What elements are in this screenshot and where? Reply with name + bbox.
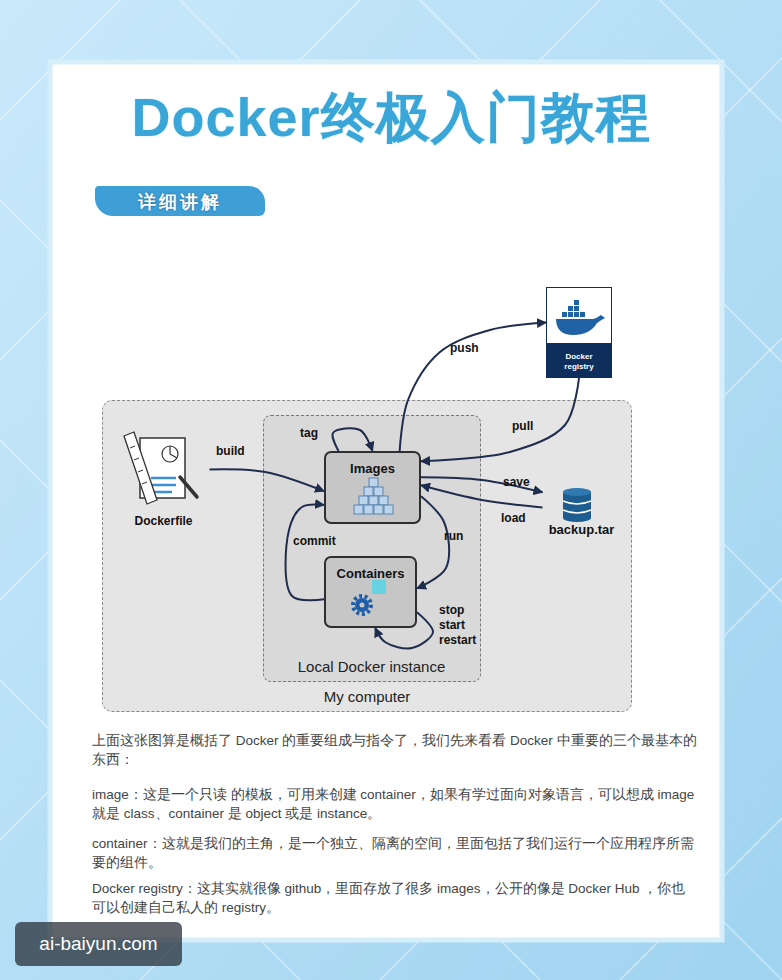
watermark: ai-baiyun.com xyxy=(15,922,182,966)
gear-hole xyxy=(360,603,365,608)
body-paragraph: Docker registry：这其实就很像 github，里面存放了很多 im… xyxy=(92,879,697,917)
computer-region: My computer DockerfileLocal Docker instan… xyxy=(102,400,632,712)
gear-teeth xyxy=(353,596,371,614)
whale-container xyxy=(574,306,579,311)
node-label: 详细讲解 xyxy=(95,190,265,214)
containers-box: Containers xyxy=(324,556,417,628)
body-paragraph: container：这就是我们的主角，是一个独立、隔离的空间，里面包括了我们运行… xyxy=(92,834,697,872)
registry-panel xyxy=(547,288,611,343)
images-icon xyxy=(354,478,393,514)
registry-icon xyxy=(547,288,611,343)
whale-container xyxy=(574,300,579,305)
container-square xyxy=(372,580,386,594)
section-badge: 详细讲解 xyxy=(95,186,265,216)
dockerfile-icon xyxy=(124,432,197,504)
node-label: Dockerfile xyxy=(118,514,210,528)
node-label: Images xyxy=(326,461,419,476)
whale-container xyxy=(574,312,579,317)
pencil xyxy=(180,477,197,497)
dockerfile-node: Dockerfile xyxy=(118,428,210,528)
image-cube xyxy=(379,496,388,505)
content-card xyxy=(50,62,722,940)
image-cube xyxy=(384,505,393,514)
page-title: Docker终极入门教程 xyxy=(0,82,782,155)
whale-container xyxy=(568,306,573,311)
edge-label: stop start restart xyxy=(439,603,479,648)
ruler-ticks xyxy=(130,446,147,484)
whale-container xyxy=(568,312,573,317)
edge-label: commit xyxy=(293,534,336,549)
image-cube xyxy=(374,487,383,496)
edge-label: tag xyxy=(300,426,318,441)
node-label: Local Docker instance xyxy=(264,658,480,675)
node-label: Containers xyxy=(326,566,415,581)
image-cube xyxy=(369,496,378,505)
node-label: My computer xyxy=(103,688,631,705)
document-lines xyxy=(151,478,176,492)
database-disc xyxy=(563,514,591,522)
image-cube xyxy=(374,505,383,514)
gear-body xyxy=(355,598,369,612)
database-rings xyxy=(563,501,591,513)
image-cube xyxy=(364,487,373,496)
image-cube xyxy=(364,505,373,514)
edge-label: run xyxy=(444,529,463,544)
tag-arrow xyxy=(333,428,373,451)
document-chart xyxy=(162,446,178,462)
database-disc xyxy=(563,488,591,496)
edge-label: build xyxy=(216,444,245,459)
edge-label: push xyxy=(450,341,479,356)
edge-label: pull xyxy=(512,419,533,434)
database-body xyxy=(563,492,591,518)
image-cube xyxy=(354,505,363,514)
pull-arrow xyxy=(421,378,579,461)
database-icon xyxy=(563,488,591,522)
edge-label: load xyxy=(501,511,526,526)
image-cube xyxy=(369,478,378,487)
edge-label: save xyxy=(503,475,530,490)
lifecycle-arrow xyxy=(375,612,433,648)
push-arrow xyxy=(400,322,546,451)
document-sheet xyxy=(140,438,185,498)
build-arrow xyxy=(210,469,325,491)
body-paragraph: image：这是一个只读 的模板，可用来创建 container，如果有学过面向… xyxy=(92,785,697,823)
whale-containers xyxy=(562,300,585,317)
whale-body xyxy=(556,315,605,335)
image-cube xyxy=(359,496,368,505)
document-chart xyxy=(170,446,177,458)
whale-container xyxy=(580,312,585,317)
node-label: backup.tar xyxy=(543,522,621,537)
commit-arrow xyxy=(286,505,324,601)
node-label: Docker registry xyxy=(557,352,601,372)
backup-node: backup.tar xyxy=(543,485,621,537)
images-box: Images xyxy=(324,451,421,524)
whale-container xyxy=(562,312,567,317)
registry-box: Docker registry xyxy=(546,287,612,378)
container-icon xyxy=(353,580,386,614)
ruler xyxy=(124,432,157,504)
body-paragraph: 上面这张图算是概括了 Docker 的重要组成与指令了，我们先来看看 Docke… xyxy=(92,731,697,769)
